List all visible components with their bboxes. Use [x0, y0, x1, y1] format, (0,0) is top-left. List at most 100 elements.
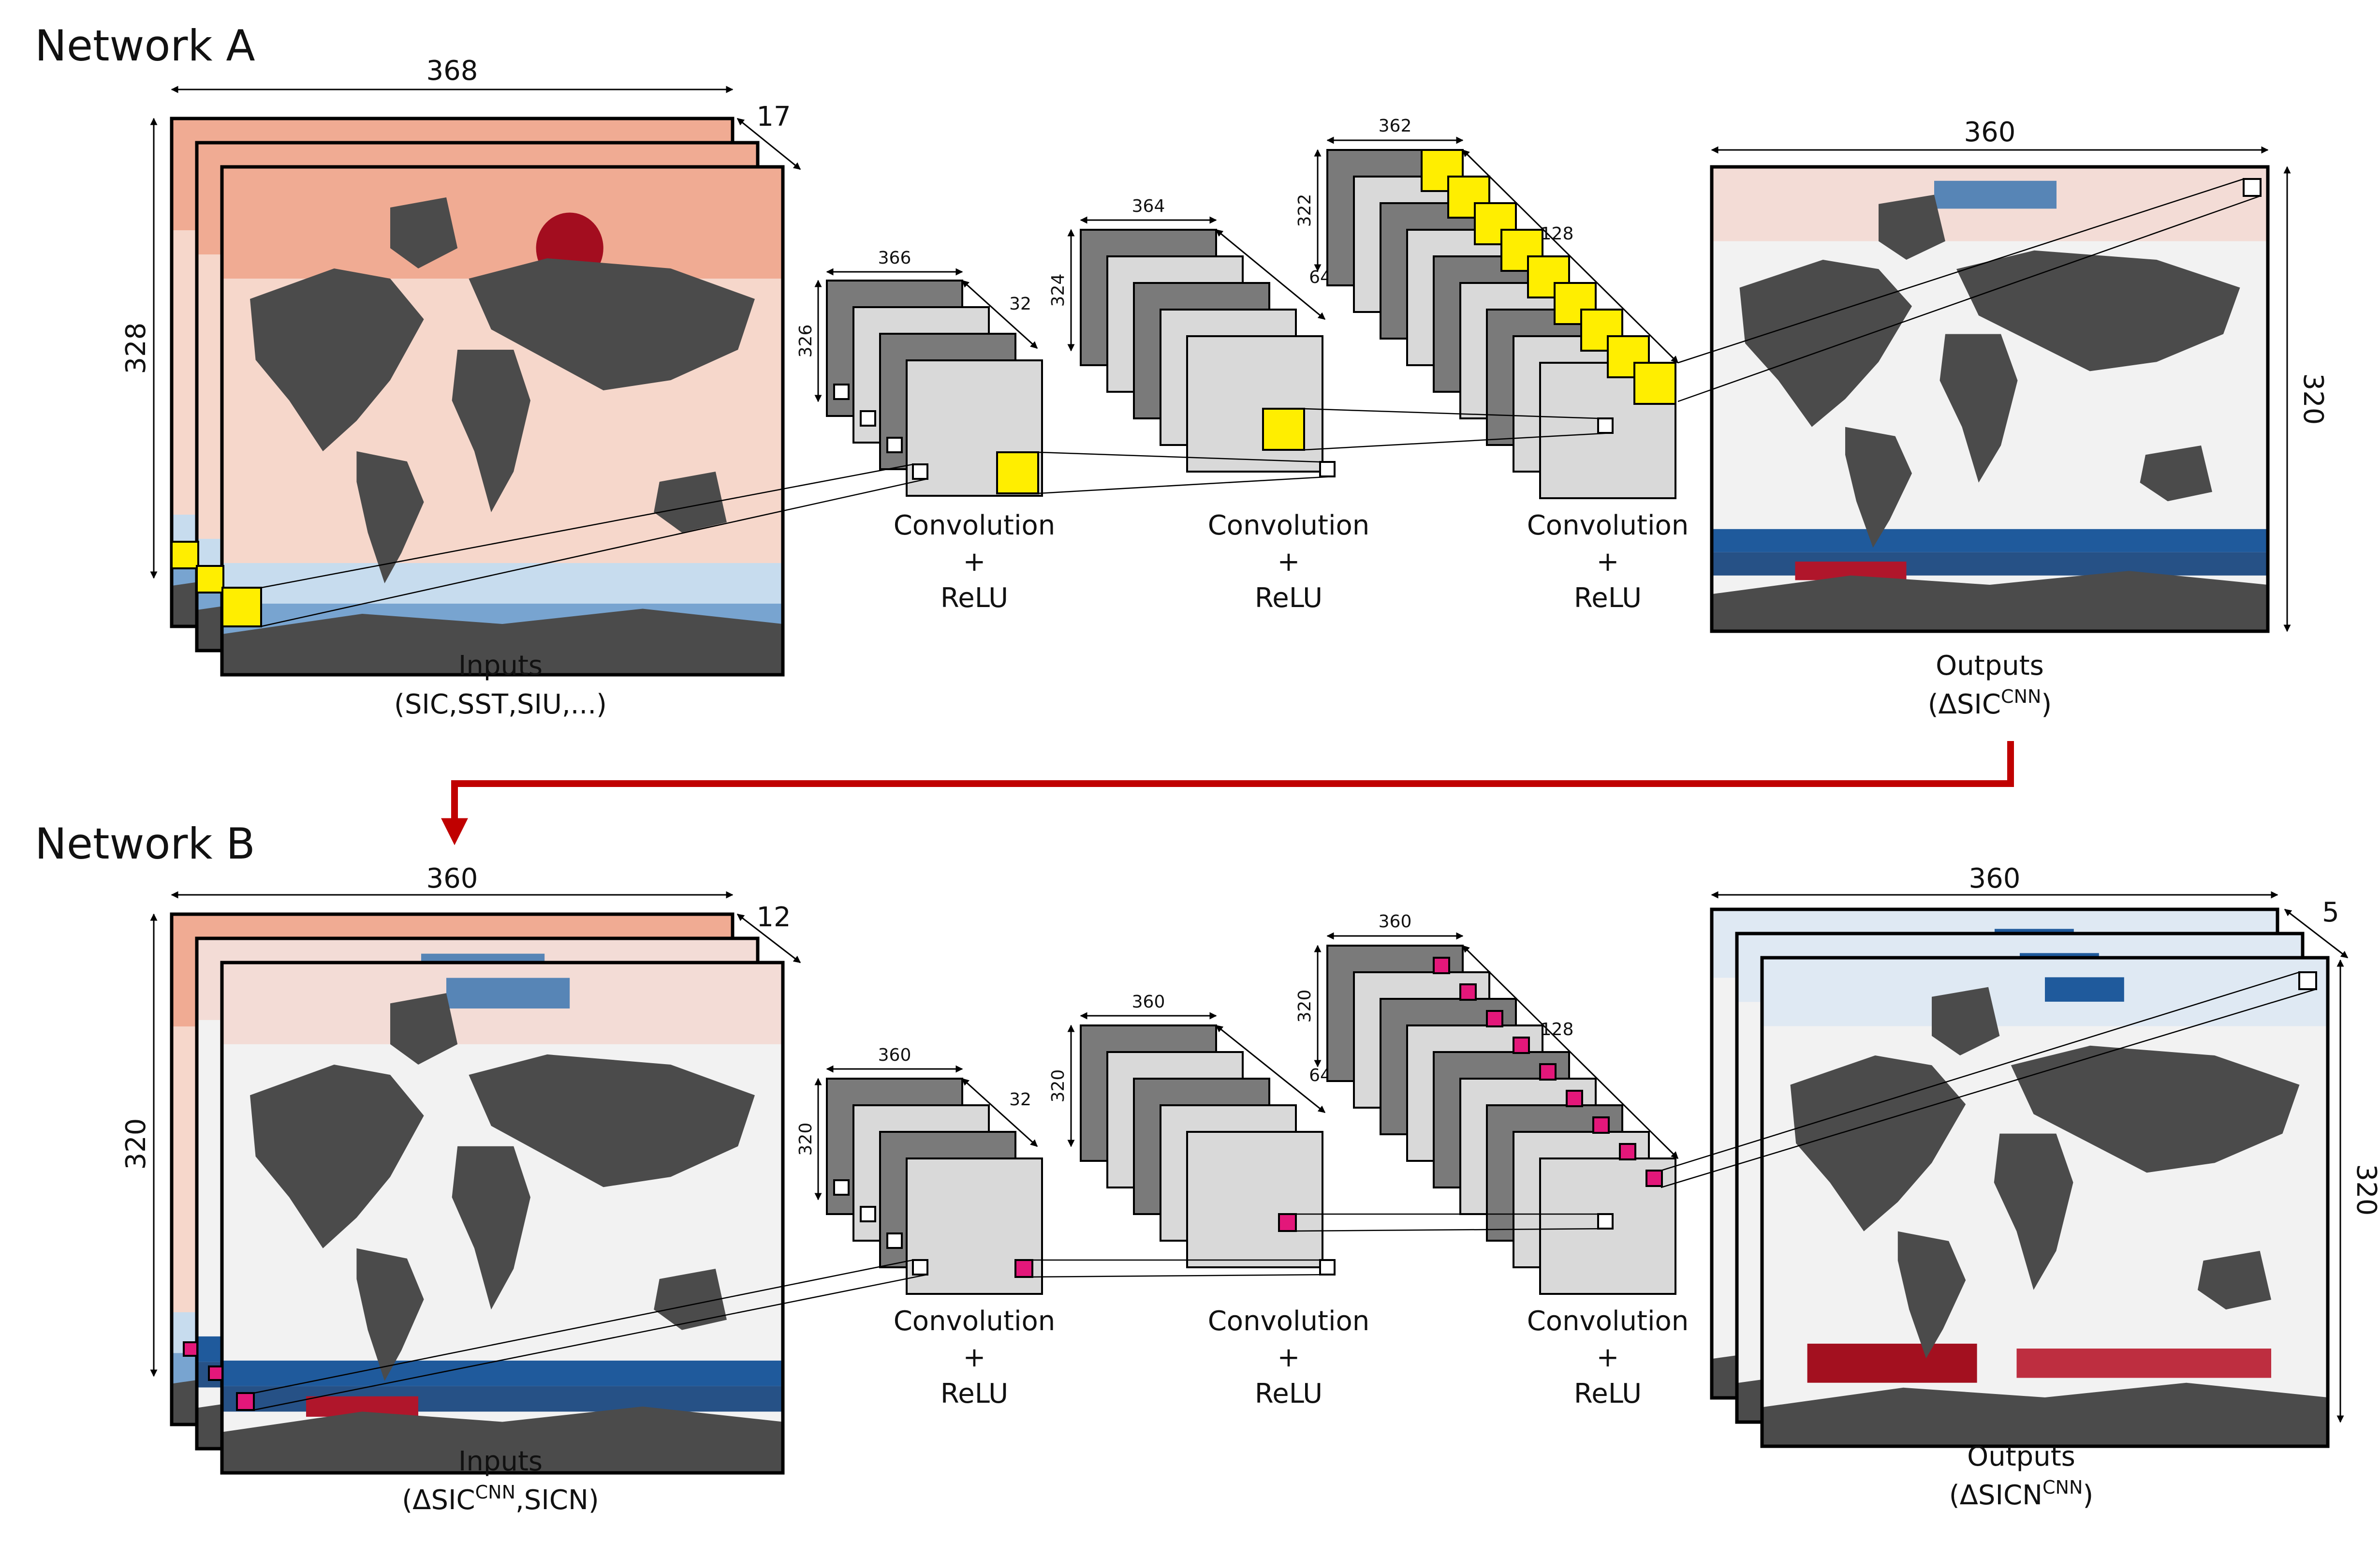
outputs-b-label: Outputs — [1967, 1441, 2075, 1472]
inputs-a-sublabel: (SIC,SST,SIU,...) — [394, 689, 607, 720]
layer1-b-height: 320 — [796, 1123, 816, 1156]
layer2-b-act: ReLU — [1255, 1378, 1322, 1409]
layer2-b-depth-arrow — [1215, 1024, 1326, 1113]
outputs-b-sublabel: (ΔSICNCNN) — [1949, 1477, 2093, 1511]
conn-b-l3-out-bot — [1660, 988, 2317, 1188]
layer3-b-depth-arrow — [1462, 945, 1679, 1159]
layer1-b-plus: + — [963, 1342, 986, 1373]
kernel-b-l3-6 — [1592, 1116, 1610, 1134]
pixel-b-l1-2 — [886, 1232, 903, 1249]
layer1-b — [826, 1078, 1043, 1295]
kernel-a-in-2 — [221, 587, 262, 627]
conn-b-l2-l3-bot — [1295, 1228, 1613, 1232]
layer2-a-label: Convolution — [1208, 510, 1370, 541]
conn-a-l1-l2-top — [1038, 451, 1321, 463]
layer2-a-height: 324 — [1048, 274, 1068, 307]
inputs-b-depth-arrow — [736, 913, 801, 964]
layer3-a-depth: 128 — [1541, 224, 1574, 244]
kernel-b-in-0 — [183, 1341, 198, 1357]
layer3-a-act: ReLU — [1574, 582, 1642, 614]
layer3-b-act: ReLU — [1574, 1378, 1642, 1409]
inputs-a-depth: 17 — [756, 101, 791, 133]
layer2-a-depth-arrow — [1215, 229, 1326, 320]
layer2-a-plus: + — [1278, 546, 1300, 578]
conn-b-l3-out-top — [1660, 971, 2300, 1172]
kernel-a-l1 — [996, 451, 1039, 494]
inputs-b-sublabel: (ΔSICCNN,SICN) — [402, 1482, 599, 1516]
layer1-b-depth: 32 — [1009, 1090, 1031, 1110]
kernel-a-l2 — [1262, 408, 1305, 451]
kernel-b-in-2 — [236, 1392, 255, 1411]
layer1-a-act: ReLU — [940, 582, 1008, 614]
kernel-b-l3-1 — [1459, 983, 1477, 1001]
kernel-a-l3-8 — [1633, 362, 1676, 405]
inputs-b-label: Inputs — [458, 1446, 543, 1477]
red-link-arrow — [441, 741, 2014, 846]
network-a: 36832817Inputs(SIC,SST,SIU,...)36632632C… — [120, 55, 2329, 720]
layer1-a-plus: + — [963, 546, 986, 578]
layer1-b-act: ReLU — [940, 1378, 1008, 1409]
kernel-b-l3-7 — [1619, 1143, 1636, 1160]
outputs-a-width: 360 — [1964, 117, 2016, 148]
conn-a-l3-out-top — [1677, 178, 2244, 364]
pixel-b-l2 — [1319, 1259, 1336, 1276]
layer2-a-act: ReLU — [1255, 582, 1322, 614]
outputs-b — [1710, 907, 2330, 1448]
conn-b-in-l1-top — [253, 1259, 913, 1394]
inputs-a-width: 368 — [426, 55, 478, 87]
pixel-b-out — [2298, 971, 2317, 990]
outputs-a-height: 320 — [2297, 373, 2329, 425]
kernel-b-l1 — [1014, 1259, 1033, 1278]
layer2-b-height: 320 — [1048, 1069, 1068, 1103]
pixel-b-l1-1 — [860, 1206, 876, 1222]
conn-a-l3-out-bot — [1677, 195, 2261, 402]
layer1-a-height: 326 — [796, 325, 816, 358]
outputs-a-label: Outputs — [1936, 650, 2044, 682]
layer1-a-depth-arrow — [961, 280, 1038, 349]
inputs-a-frame-2 — [220, 165, 785, 677]
conn-b-in-l1-bot — [253, 1274, 928, 1411]
pixel-a-l1-0 — [833, 384, 850, 400]
layer3-b-plus: + — [1597, 1342, 1619, 1373]
conn-a-l1-l2-bot — [1038, 475, 1335, 494]
layer1-a-label: Convolution — [894, 510, 1056, 541]
pixel-a-l1-3 — [912, 463, 928, 480]
inputs-b-frame-2 — [220, 961, 785, 1475]
kernel-b-l2 — [1278, 1213, 1297, 1232]
layer3-b-height: 320 — [1295, 990, 1315, 1023]
kernel-b-l3-2 — [1486, 1010, 1503, 1027]
layer2-a-width: 364 — [1132, 196, 1165, 216]
layer2-b-front — [1186, 1131, 1323, 1268]
inputs-b-width: 360 — [426, 863, 478, 894]
layer3-b-label: Convolution — [1527, 1306, 1689, 1337]
network-a-title: Network A — [35, 21, 255, 71]
layer2-b-label: Convolution — [1208, 1306, 1370, 1337]
inputs-b — [170, 912, 785, 1475]
outputs-a-sublabel: (ΔSICCNN) — [1928, 686, 2052, 720]
kernel-b-l3-8 — [1645, 1170, 1663, 1187]
conn-b-l1-l2-bot — [1032, 1274, 1335, 1278]
inputs-b-depth: 12 — [756, 902, 791, 933]
layer1-b-depth-arrow — [961, 1078, 1038, 1147]
pixel-a-l2 — [1319, 461, 1336, 477]
layer3-a-label: Convolution — [1527, 510, 1689, 541]
layer3-a-width: 362 — [1379, 116, 1412, 136]
pixel-b-l1-0 — [833, 1179, 850, 1196]
inputs-a-label: Inputs — [458, 650, 543, 682]
layer2-a-front — [1186, 335, 1323, 473]
inputs-b-height: 320 — [120, 1118, 152, 1170]
kernel-b-l3-4 — [1539, 1063, 1557, 1081]
pixel-b-l3 — [1597, 1213, 1614, 1230]
network-b-title: Network B — [35, 819, 255, 869]
outputs-a-frame-0 — [1710, 165, 2270, 633]
layer3-a-plus: + — [1597, 546, 1619, 578]
conn-a-in-l1-bot — [261, 478, 928, 627]
layer3-b-width: 360 — [1379, 912, 1412, 932]
outputs-b-depth: 5 — [2322, 897, 2339, 928]
inputs-a-height: 328 — [120, 323, 152, 374]
conn-a-l2-l3-top — [1304, 408, 1599, 419]
pixel-b-l1-3 — [912, 1259, 928, 1276]
outputs-b-depth-arrow — [2284, 908, 2349, 959]
kernel-a-in-1 — [196, 565, 224, 593]
